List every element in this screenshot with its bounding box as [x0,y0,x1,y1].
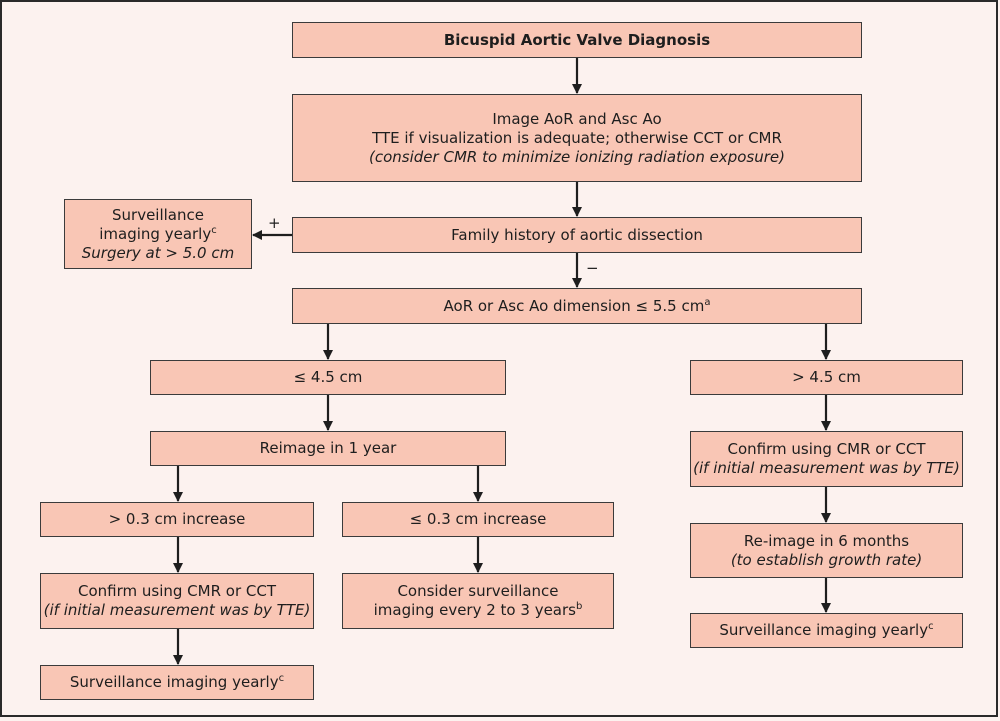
node-confirm-left: Confirm using CMR or CCT (if initial mea… [40,573,314,629]
node-gt03-text: > 0.3 cm increase [108,510,246,528]
node-confirm-right-line1: Confirm using CMR or CCT [727,440,926,458]
node-surveillance-right: Surveillance imaging yearlyc [690,613,963,648]
node-family-history: Family history of aortic dissection [292,217,862,253]
node-gt45-text: > 4.5 cm [792,368,861,386]
node-reimage-6-months-line2: (to establish growth rate) [730,550,923,569]
node-reimage-1-year-text: Reimage in 1 year [259,439,397,457]
node-reimage-6-months: Re-image in 6 months (to establish growt… [690,523,963,578]
node-le03-text: ≤ 0.3 cm increase [409,510,547,528]
node-surveillance-left-line1: Surveillance [112,205,204,224]
node-confirm-right: Confirm using CMR or CCT (if initial mea… [690,431,963,487]
node-dimension: AoR or Asc Ao dimension ≤ 5.5 cma [292,288,862,324]
node-surveillance-bottom-text: Surveillance imaging yearlyc [69,673,285,691]
node-surveillance-left-line2: imaging yearlyc [99,224,217,243]
node-le45: ≤ 4.5 cm [150,360,506,395]
node-confirm-left-line2: (if initial measurement was by TTE) [43,601,311,619]
node-consider-surveillance: Consider surveillance imaging every 2 to… [342,573,614,629]
node-surveillance-left: Surveillance imaging yearlyc Surgery at … [64,199,252,269]
node-surveillance-bottom: Surveillance imaging yearlyc [40,665,314,700]
node-le03: ≤ 0.3 cm increase [342,502,614,537]
node-consider-line1: Consider surveillance [397,582,559,600]
node-gt03: > 0.3 cm increase [40,502,314,537]
node-surveillance-left-line3: Surgery at > 5.0 cm [81,243,235,262]
node-confirm-left-line1: Confirm using CMR or CCT [77,582,276,600]
node-image-line3: (consider CMR to minimize ionizing radia… [369,147,785,166]
node-reimage-1-year: Reimage in 1 year [150,431,506,466]
node-family-history-text: Family history of aortic dissection [451,225,703,244]
node-image-line1: Image AoR and Asc Ao [492,109,662,128]
node-le45-text: ≤ 4.5 cm [293,368,363,386]
node-image: Image AoR and Asc Ao TTE if visualizatio… [292,94,862,182]
node-dimension-text: AoR or Asc Ao dimension ≤ 5.5 cma [443,296,711,315]
node-surveillance-right-text: Surveillance imaging yearlyc [719,621,934,639]
node-image-line2: TTE if visualization is adequate; otherw… [372,128,782,147]
node-reimage-6-months-line1: Re-image in 6 months [743,531,910,550]
node-diagnosis: Bicuspid Aortic Valve Diagnosis [292,22,862,58]
plus-label: + [268,214,281,232]
minus-label: − [586,259,599,277]
node-diagnosis-text: Bicuspid Aortic Valve Diagnosis [443,30,711,49]
node-confirm-right-line2: (if initial measurement was by TTE) [693,459,960,477]
node-gt45: > 4.5 cm [690,360,963,395]
node-consider-line2: imaging every 2 to 3 yearsb [373,601,583,619]
